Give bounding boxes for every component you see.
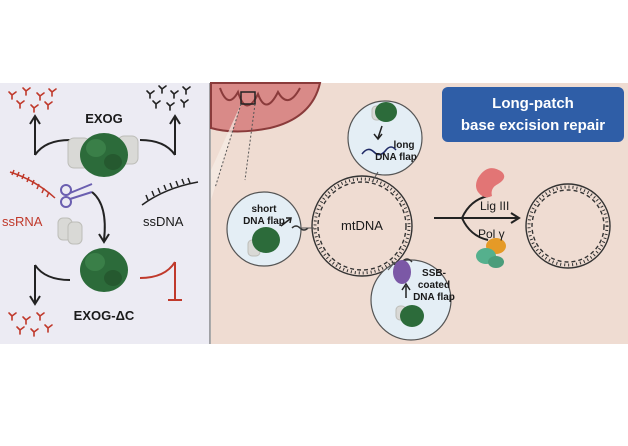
banner-title-line2: base excision repair bbox=[461, 117, 605, 134]
title-banner: Long-patch base excision repair bbox=[442, 87, 624, 142]
ssb-flap-label-line3: DNA flap bbox=[413, 292, 455, 303]
ssdna-strand bbox=[141, 177, 199, 206]
zoom-indicator bbox=[211, 103, 256, 200]
ssb-flap-label-line1: SSB- bbox=[422, 268, 446, 279]
banner-title-line1: Long-patch bbox=[492, 95, 574, 112]
activation-arrow-rna-bottom bbox=[29, 264, 71, 306]
pol-gamma-label: Pol γ bbox=[478, 227, 505, 241]
scissors-icon bbox=[60, 183, 93, 208]
ssrna-strand bbox=[9, 169, 56, 199]
short-flap-bubble bbox=[226, 191, 309, 267]
long-flap-label-line2: DNA flap bbox=[375, 152, 417, 163]
ssb-flap-connector bbox=[387, 261, 396, 271]
short-flap-label-line1: short bbox=[252, 204, 278, 215]
inhibition-arrow-dna-bottom bbox=[139, 261, 182, 301]
ssrna-label: ssRNA bbox=[2, 214, 43, 229]
lig-iii-protein bbox=[476, 168, 505, 198]
exog-enzyme bbox=[67, 133, 139, 177]
lig-iii-label: Lig III bbox=[480, 199, 509, 213]
long-flap-connector bbox=[371, 171, 379, 183]
ssdna-label: ssDNA bbox=[143, 214, 184, 229]
ssb-flap-bubble bbox=[370, 258, 452, 341]
short-flap-label-line2: DNA flap bbox=[243, 216, 285, 227]
exog-label: EXOG bbox=[85, 111, 123, 126]
mitochondrion-icon bbox=[210, 82, 322, 133]
exog-delta-c-enzyme bbox=[80, 248, 128, 292]
long-flap-bubble bbox=[347, 100, 423, 176]
repaired-mtdna-circle bbox=[525, 183, 611, 269]
activation-arrow-rna-top bbox=[29, 114, 71, 156]
mtdna-circle bbox=[311, 175, 413, 277]
long-flap-label-line1: long bbox=[393, 140, 414, 151]
conversion-arrow bbox=[91, 191, 110, 244]
mtdna-label: mtDNA bbox=[341, 218, 383, 233]
ssb-flap-label-line2: coated bbox=[418, 280, 450, 291]
exog-delta-c-label: EXOG-ΔC bbox=[74, 308, 135, 323]
cleaved-domain-pieces bbox=[57, 217, 83, 245]
activation-arrow-dna-top bbox=[139, 114, 181, 156]
pol-gamma-protein bbox=[476, 238, 506, 268]
